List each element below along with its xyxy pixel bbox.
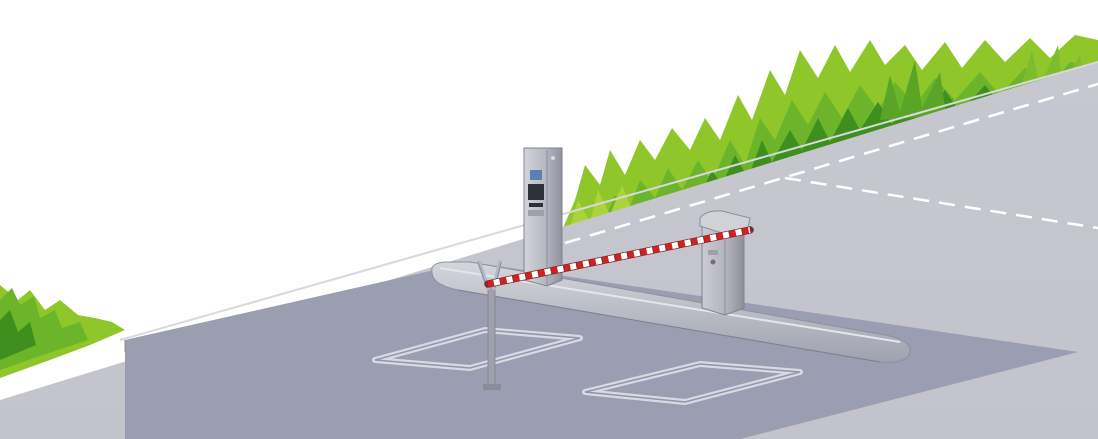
detection-loop-front-inner (374, 329, 581, 369)
lane-markings (564, 82, 1098, 245)
terminal-keypad-icon (528, 184, 544, 200)
ticket-terminal (523, 147, 563, 287)
foliage-left (0, 285, 125, 378)
concrete-slab (125, 262, 1078, 439)
barrier-cabinet (699, 210, 751, 316)
terminal-screen-icon (530, 170, 542, 180)
detection-loop-rear-inner (584, 363, 801, 403)
barrier-boom-arm (484, 226, 754, 288)
road-far-edge (119, 61, 1098, 341)
ticket-slot-icon (529, 203, 543, 207)
